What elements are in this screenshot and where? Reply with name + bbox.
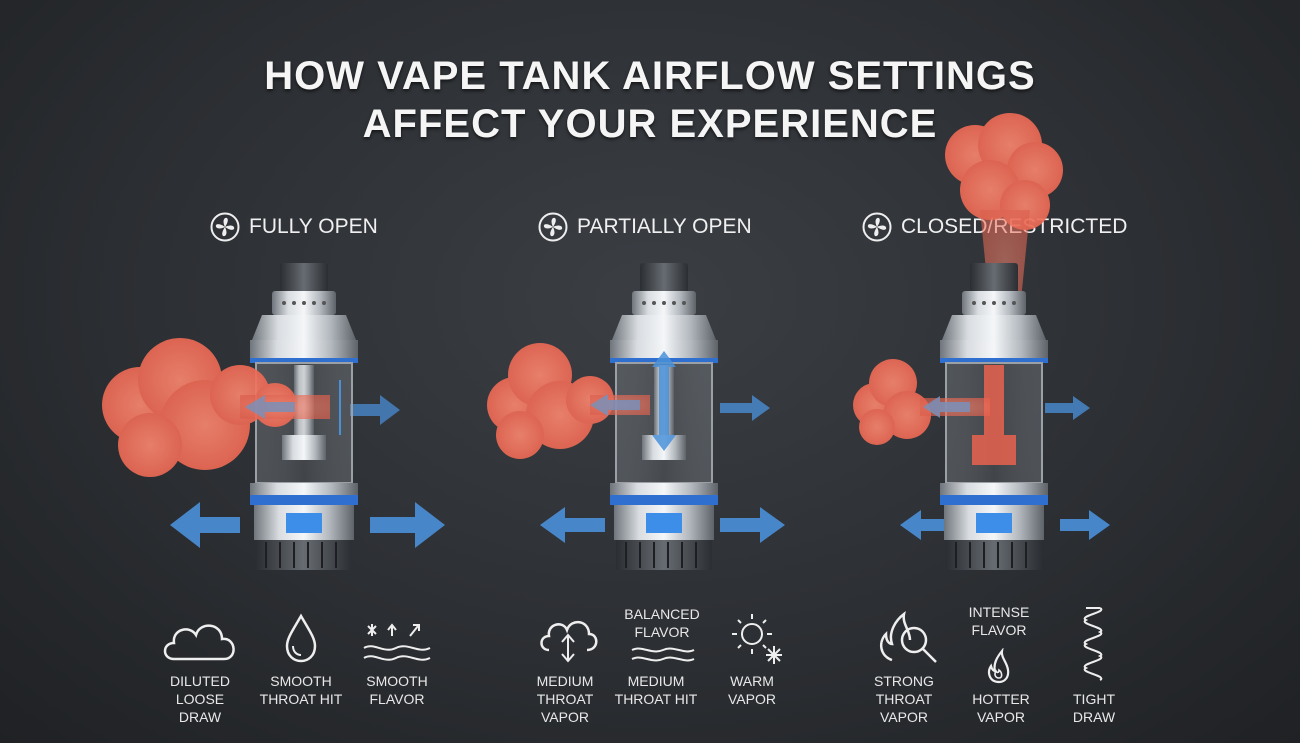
page-title-line-1: HOW VAPE TANK AIRFLOW SETTINGS <box>264 54 1036 98</box>
heading-label: PARTIALLY OPEN <box>577 215 752 238</box>
effect-medium-throat-hit: MEDIUM THROAT HIT <box>614 673 698 707</box>
cool-waves-icon <box>363 623 431 661</box>
droplet-icon <box>285 613 317 663</box>
cloud-arrow-icon <box>540 621 598 663</box>
coil-icon <box>1083 607 1103 681</box>
tank-partially-open <box>487 263 785 570</box>
effect-smooth-throat-hit: SMOOTH THROAT HIT <box>259 673 343 707</box>
heading-partially-open: PARTIALLY OPEN <box>538 210 752 244</box>
effect-smooth-flavor: SMOOTH FLAVOR <box>366 673 428 707</box>
effect-intense-flavor: INTENSE FLAVOR <box>968 604 1030 638</box>
tank-fully-open <box>102 263 445 570</box>
waves-icon <box>631 647 695 662</box>
fan-icon <box>538 212 568 242</box>
cloud-icon <box>163 624 235 661</box>
page-title-line-2: AFFECT YOUR EXPERIENCE <box>362 102 938 146</box>
fan-icon <box>210 212 240 242</box>
effect-diluted-loose-draw: DILUTED LOOSE DRAW <box>170 673 230 725</box>
effect-medium-throat-vapor: MEDIUM THROAT VAPOR <box>536 673 594 725</box>
fan-icon <box>862 212 892 242</box>
effect-warm-vapor: WARM VAPOR <box>728 673 776 707</box>
effect-hotter-vapor: HOTTER VAPOR <box>972 691 1030 725</box>
heading-label: FULLY OPEN <box>249 215 378 238</box>
heading-fully-open: FULLY OPEN <box>210 210 378 244</box>
airflow-arrows <box>900 396 1110 540</box>
effect-tight-draw: TIGHT DRAW <box>1072 691 1116 725</box>
flame-icon <box>988 648 1010 684</box>
tank-closed-restricted <box>853 263 1110 570</box>
effect-strong-throat-vapor: STRONG THROAT VAPOR <box>874 673 934 725</box>
effect-balanced-flavor: BALANCED FLAVOR <box>624 606 700 640</box>
airflow-arrows <box>170 395 445 548</box>
sun-snowflake-icon <box>732 614 782 664</box>
airflow-arrows <box>540 395 785 543</box>
flame-magnifier-icon <box>879 611 937 663</box>
